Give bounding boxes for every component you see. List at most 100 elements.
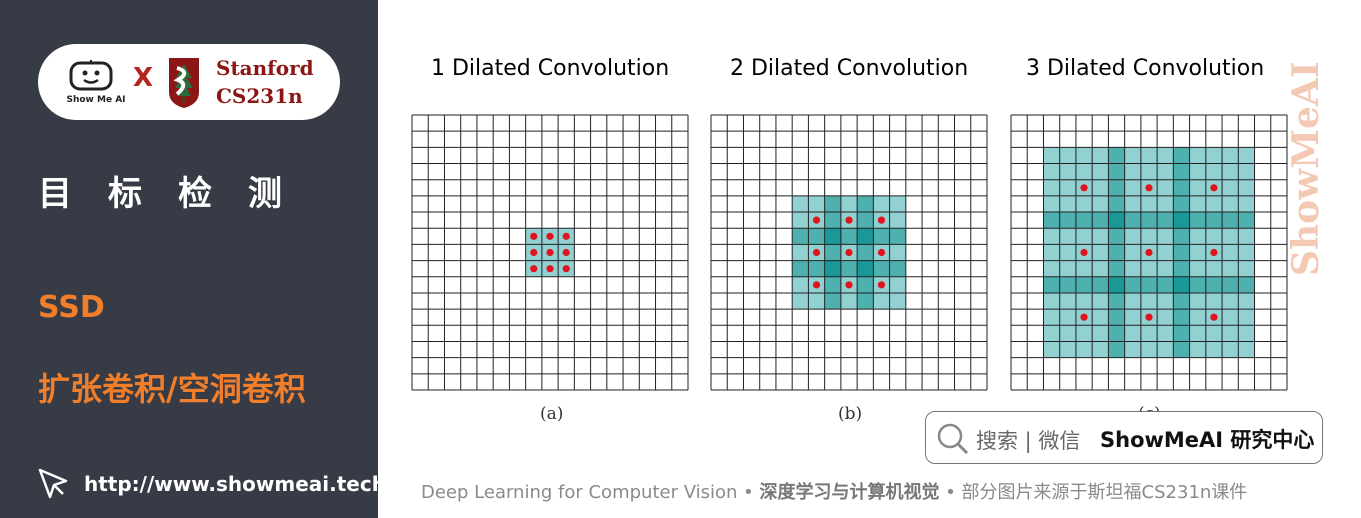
- receptive-cell: [1108, 325, 1125, 342]
- receptive-cell: [1238, 228, 1255, 245]
- brand-cross-mark: X: [133, 63, 154, 93]
- sample-point: [562, 248, 570, 257]
- receptive-cell: [541, 260, 559, 277]
- receptive-cell: [1173, 195, 1190, 213]
- receptive-cell: [1059, 228, 1076, 245]
- site-url-link[interactable]: http://www.showmeai.tech/: [84, 472, 394, 496]
- receptive-cell: [1108, 212, 1125, 229]
- receptive-cell: [873, 292, 890, 310]
- receptive-cell: [525, 228, 542, 245]
- receptive-cell: [1157, 244, 1174, 261]
- receptive-cell: [808, 212, 825, 229]
- sample-point: [877, 216, 886, 224]
- receptive-cell: [808, 244, 825, 261]
- receptive-cell: [1222, 228, 1239, 245]
- receptive-cell: [558, 244, 575, 261]
- receptive-cell: [889, 195, 906, 213]
- receptive-cell: [1222, 147, 1239, 164]
- receptive-cell: [1238, 292, 1255, 310]
- receptive-cell: [1189, 325, 1206, 342]
- receptive-cell: [1173, 163, 1190, 180]
- panel-b-caption: (b): [838, 404, 863, 424]
- receptive-cell: [1238, 260, 1255, 277]
- receptive-cell: [857, 212, 874, 229]
- receptive-cell: [1092, 276, 1109, 293]
- brand-logo-pill[interactable]: Show Me AI X Stanford CS231n: [38, 44, 340, 120]
- search-brand: ShowMeAI 研究中心: [1100, 428, 1315, 452]
- sample-point: [1210, 184, 1218, 192]
- receptive-cell: [1173, 292, 1190, 310]
- receptive-cell: [1124, 212, 1141, 229]
- receptive-cell: [792, 228, 809, 245]
- receptive-cell: [1140, 325, 1158, 342]
- receptive-cell: [840, 195, 858, 213]
- receptive-cell: [1238, 244, 1255, 261]
- receptive-cell: [1124, 179, 1141, 196]
- sample-point: [1080, 184, 1088, 192]
- receptive-cell: [1075, 244, 1093, 261]
- receptive-cell: [808, 228, 825, 245]
- grid-panel-c: [1010, 114, 1288, 391]
- receptive-cell: [1092, 309, 1109, 326]
- receptive-cell: [1075, 325, 1093, 342]
- receptive-cell: [857, 228, 874, 245]
- footer-separator: •: [939, 482, 962, 503]
- receptive-cell: [873, 244, 890, 261]
- receptive-cell: [1043, 309, 1060, 326]
- receptive-cell: [1043, 325, 1060, 342]
- receptive-cell: [1222, 179, 1239, 196]
- receptive-cell: [1075, 228, 1093, 245]
- sample-point: [562, 265, 570, 273]
- receptive-cell: [1043, 179, 1060, 196]
- receptive-cell: [792, 195, 809, 213]
- receptive-cell: [1075, 147, 1093, 164]
- receptive-cell: [824, 195, 841, 213]
- receptive-cell: [1157, 292, 1174, 310]
- receptive-cell: [1124, 341, 1141, 358]
- receptive-cell: [1075, 292, 1093, 310]
- receptive-cell: [1092, 195, 1109, 213]
- receptive-cell: [1238, 325, 1255, 342]
- sample-point: [1145, 248, 1153, 257]
- receptive-cell: [1108, 147, 1125, 164]
- receptive-cell: [1173, 276, 1190, 293]
- receptive-cell: [1189, 276, 1206, 293]
- receptive-cell: [1124, 309, 1141, 326]
- receptive-cell: [558, 228, 575, 245]
- receptive-cell: [541, 228, 559, 245]
- receptive-cell: [1157, 228, 1174, 245]
- receptive-cell: [857, 292, 874, 310]
- receptive-cell: [1173, 309, 1190, 326]
- receptive-cell: [1205, 228, 1223, 245]
- receptive-cell: [1205, 341, 1223, 358]
- topic-main: SSD: [38, 290, 105, 325]
- receptive-cell: [1205, 163, 1223, 180]
- receptive-cell: [873, 276, 890, 293]
- receptive-cell: [824, 292, 841, 310]
- receptive-cell: [1222, 244, 1239, 261]
- receptive-cell: [1189, 179, 1206, 196]
- receptive-cell: [792, 260, 809, 277]
- receptive-cell: [1108, 195, 1125, 213]
- receptive-cell: [541, 244, 559, 261]
- sample-point: [1210, 313, 1218, 321]
- sample-point: [1145, 184, 1153, 192]
- receptive-cell: [1059, 163, 1076, 180]
- receptive-cell: [1157, 309, 1174, 326]
- receptive-cell: [840, 212, 858, 229]
- sample-point: [530, 232, 538, 240]
- receptive-cell: [857, 244, 874, 261]
- receptive-cell: [1059, 309, 1076, 326]
- receptive-cell: [1205, 179, 1223, 196]
- receptive-cell: [824, 260, 841, 277]
- receptive-cell: [857, 276, 874, 293]
- receptive-cell: [1238, 212, 1255, 229]
- wechat-search-badge[interactable]: 搜索 | 微信 ShowMeAI 研究中心: [925, 411, 1323, 464]
- receptive-cell: [1140, 260, 1158, 277]
- topic-sub: 扩张卷积/空洞卷积: [38, 370, 306, 408]
- receptive-cell: [1238, 195, 1255, 213]
- receptive-cell: [840, 292, 858, 310]
- receptive-cell: [1173, 244, 1190, 261]
- receptive-cell: [1043, 147, 1060, 164]
- receptive-cell: [1059, 341, 1076, 358]
